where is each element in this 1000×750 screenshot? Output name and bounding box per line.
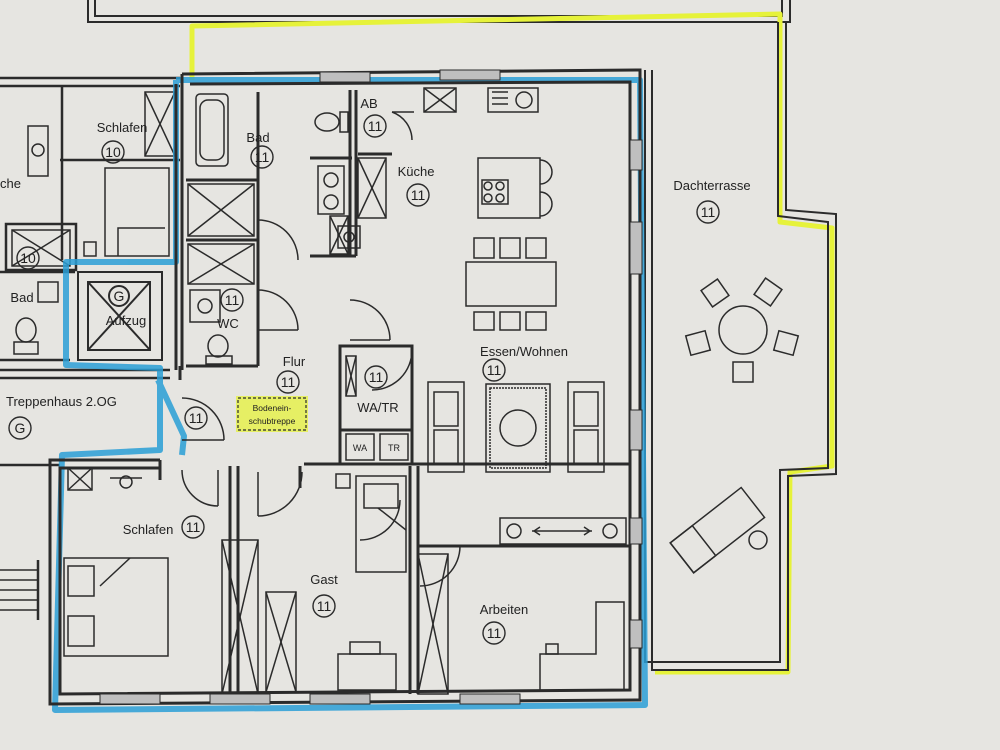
room-name-wc: WC (217, 316, 239, 331)
room-name-aufzug: Aufzug (106, 313, 146, 328)
room-name-watr: WA/TR (357, 400, 398, 415)
laundry-fixtures (345, 355, 409, 461)
bath-fixtures (187, 93, 387, 365)
attic-hatch-highlight (236, 396, 308, 432)
washer-label: WA (353, 443, 367, 453)
room-number-schlafen: 11 (186, 519, 201, 535)
room-name-schlafen: Schlafen (123, 522, 174, 537)
room-number-kueche: 11 (411, 187, 426, 203)
room-number-entry: 11 (189, 410, 204, 426)
attic-hatch-label-line1: Bodenein- (253, 403, 292, 413)
room-name-gast: Gast (310, 572, 338, 587)
elevator-shaft (77, 271, 163, 361)
room-number-watr: 11 (369, 369, 384, 385)
elevator-symbol: G (114, 288, 125, 304)
attic-hatch-label-line2: schubtreppe (249, 416, 296, 426)
dryer-label: TR (388, 443, 400, 453)
room-name-kueche: Küche (398, 164, 435, 179)
apartment-blue-highlight (52, 77, 648, 713)
room-name-dachterrasse: Dachterrasse (673, 178, 750, 193)
stairwell-symbol: G (15, 420, 26, 436)
room-number-essen: 11 (487, 362, 502, 378)
terrace-furniture (669, 277, 800, 574)
room-name-schlafen-10: Schlafen (97, 120, 148, 135)
kitchen-fixtures (423, 87, 627, 545)
room-name-ab: AB (360, 96, 377, 111)
room-name-bad-left: Bad (10, 290, 33, 305)
room-name-flur: Flur (283, 354, 306, 369)
room-name-treppenhaus: Treppenhaus 2.OG (6, 394, 117, 409)
room-name-bad: Bad (246, 130, 269, 145)
bedroom-fixtures (63, 467, 625, 695)
room-number-gast: 11 (317, 598, 332, 614)
window-markers (99, 69, 643, 705)
room-number-dachterrasse: 11 (701, 204, 716, 220)
terrace-outline (644, 22, 837, 671)
room-number-bad-10: 10 (20, 250, 36, 266)
room-number-bad: 11 (255, 149, 270, 165)
room-number-arbeiten: 11 (487, 625, 502, 641)
room-name-kueche-left: che (0, 176, 21, 191)
room-number-schlafen-10: 10 (105, 144, 121, 160)
room-labels: Schlafen 10 che 10 Bad G Aufzug Treppenh… (0, 96, 751, 645)
room-number-wc: 11 (225, 292, 240, 308)
room-name-essen: Essen/Wohnen (480, 344, 568, 359)
room-name-arbeiten: Arbeiten (480, 602, 528, 617)
room-number-ab: 11 (368, 118, 383, 134)
room-number-flur: 11 (281, 374, 296, 390)
